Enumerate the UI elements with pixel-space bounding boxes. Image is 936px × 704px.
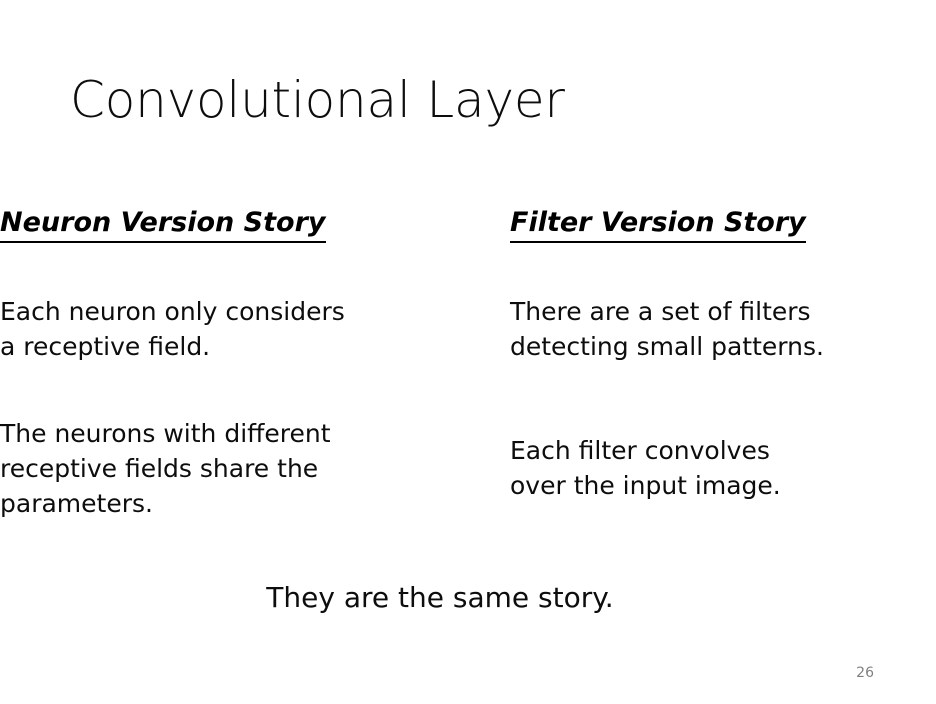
table-cell-neuron-shared-parameters: The neurons with different receptive fie… bbox=[0, 395, 510, 541]
cell-line: There are a set of filters bbox=[510, 297, 811, 326]
cell-text-block: Each neuron only considers a receptive f… bbox=[0, 294, 510, 364]
table-cell-neuron-receptive-field: Each neuron only considers a receptive f… bbox=[0, 263, 510, 395]
table-header-cell-filter: Filter Version Story bbox=[510, 187, 936, 263]
table-row: The neurons with different receptive fie… bbox=[0, 395, 936, 541]
cell-line: The neurons with different bbox=[0, 418, 331, 448]
table-cell-filter-set-of-filters: There are a set of filters detecting sma… bbox=[510, 263, 936, 395]
comparison-table: Neuron Version Story Filter Version Stor… bbox=[0, 187, 936, 541]
cell-line: Each filter convolves bbox=[510, 436, 770, 465]
page-number: 26 bbox=[856, 665, 874, 681]
cell-line: Each neuron only considers bbox=[0, 297, 345, 326]
table-cell-filter-convolves: Each filter convolves over the input ima… bbox=[510, 395, 936, 541]
cell-text-block: The neurons with different receptive fie… bbox=[0, 416, 510, 521]
table-row: Each neuron only considers a receptive f… bbox=[0, 263, 936, 395]
table-header-row: Neuron Version Story Filter Version Stor… bbox=[0, 187, 936, 263]
cell-line: detecting small patterns. bbox=[510, 332, 824, 361]
summary-caption: They are the same story. bbox=[266, 581, 614, 614]
cell-line: a receptive field. bbox=[0, 332, 211, 361]
cell-line: receptive fields share the bbox=[0, 453, 319, 483]
cell-text-block: There are a set of filters detecting sma… bbox=[510, 294, 936, 364]
cell-text-block: Each filter convolves over the input ima… bbox=[510, 433, 936, 503]
page-title: Convolutional Layer bbox=[70, 71, 565, 129]
cell-line: parameters. bbox=[0, 488, 153, 518]
table-header-label-neuron: Neuron Version Story bbox=[0, 207, 326, 243]
cell-line: over the input image. bbox=[510, 471, 781, 500]
table-header-cell-neuron: Neuron Version Story bbox=[0, 187, 510, 263]
table-header-label-filter: Filter Version Story bbox=[510, 207, 806, 243]
